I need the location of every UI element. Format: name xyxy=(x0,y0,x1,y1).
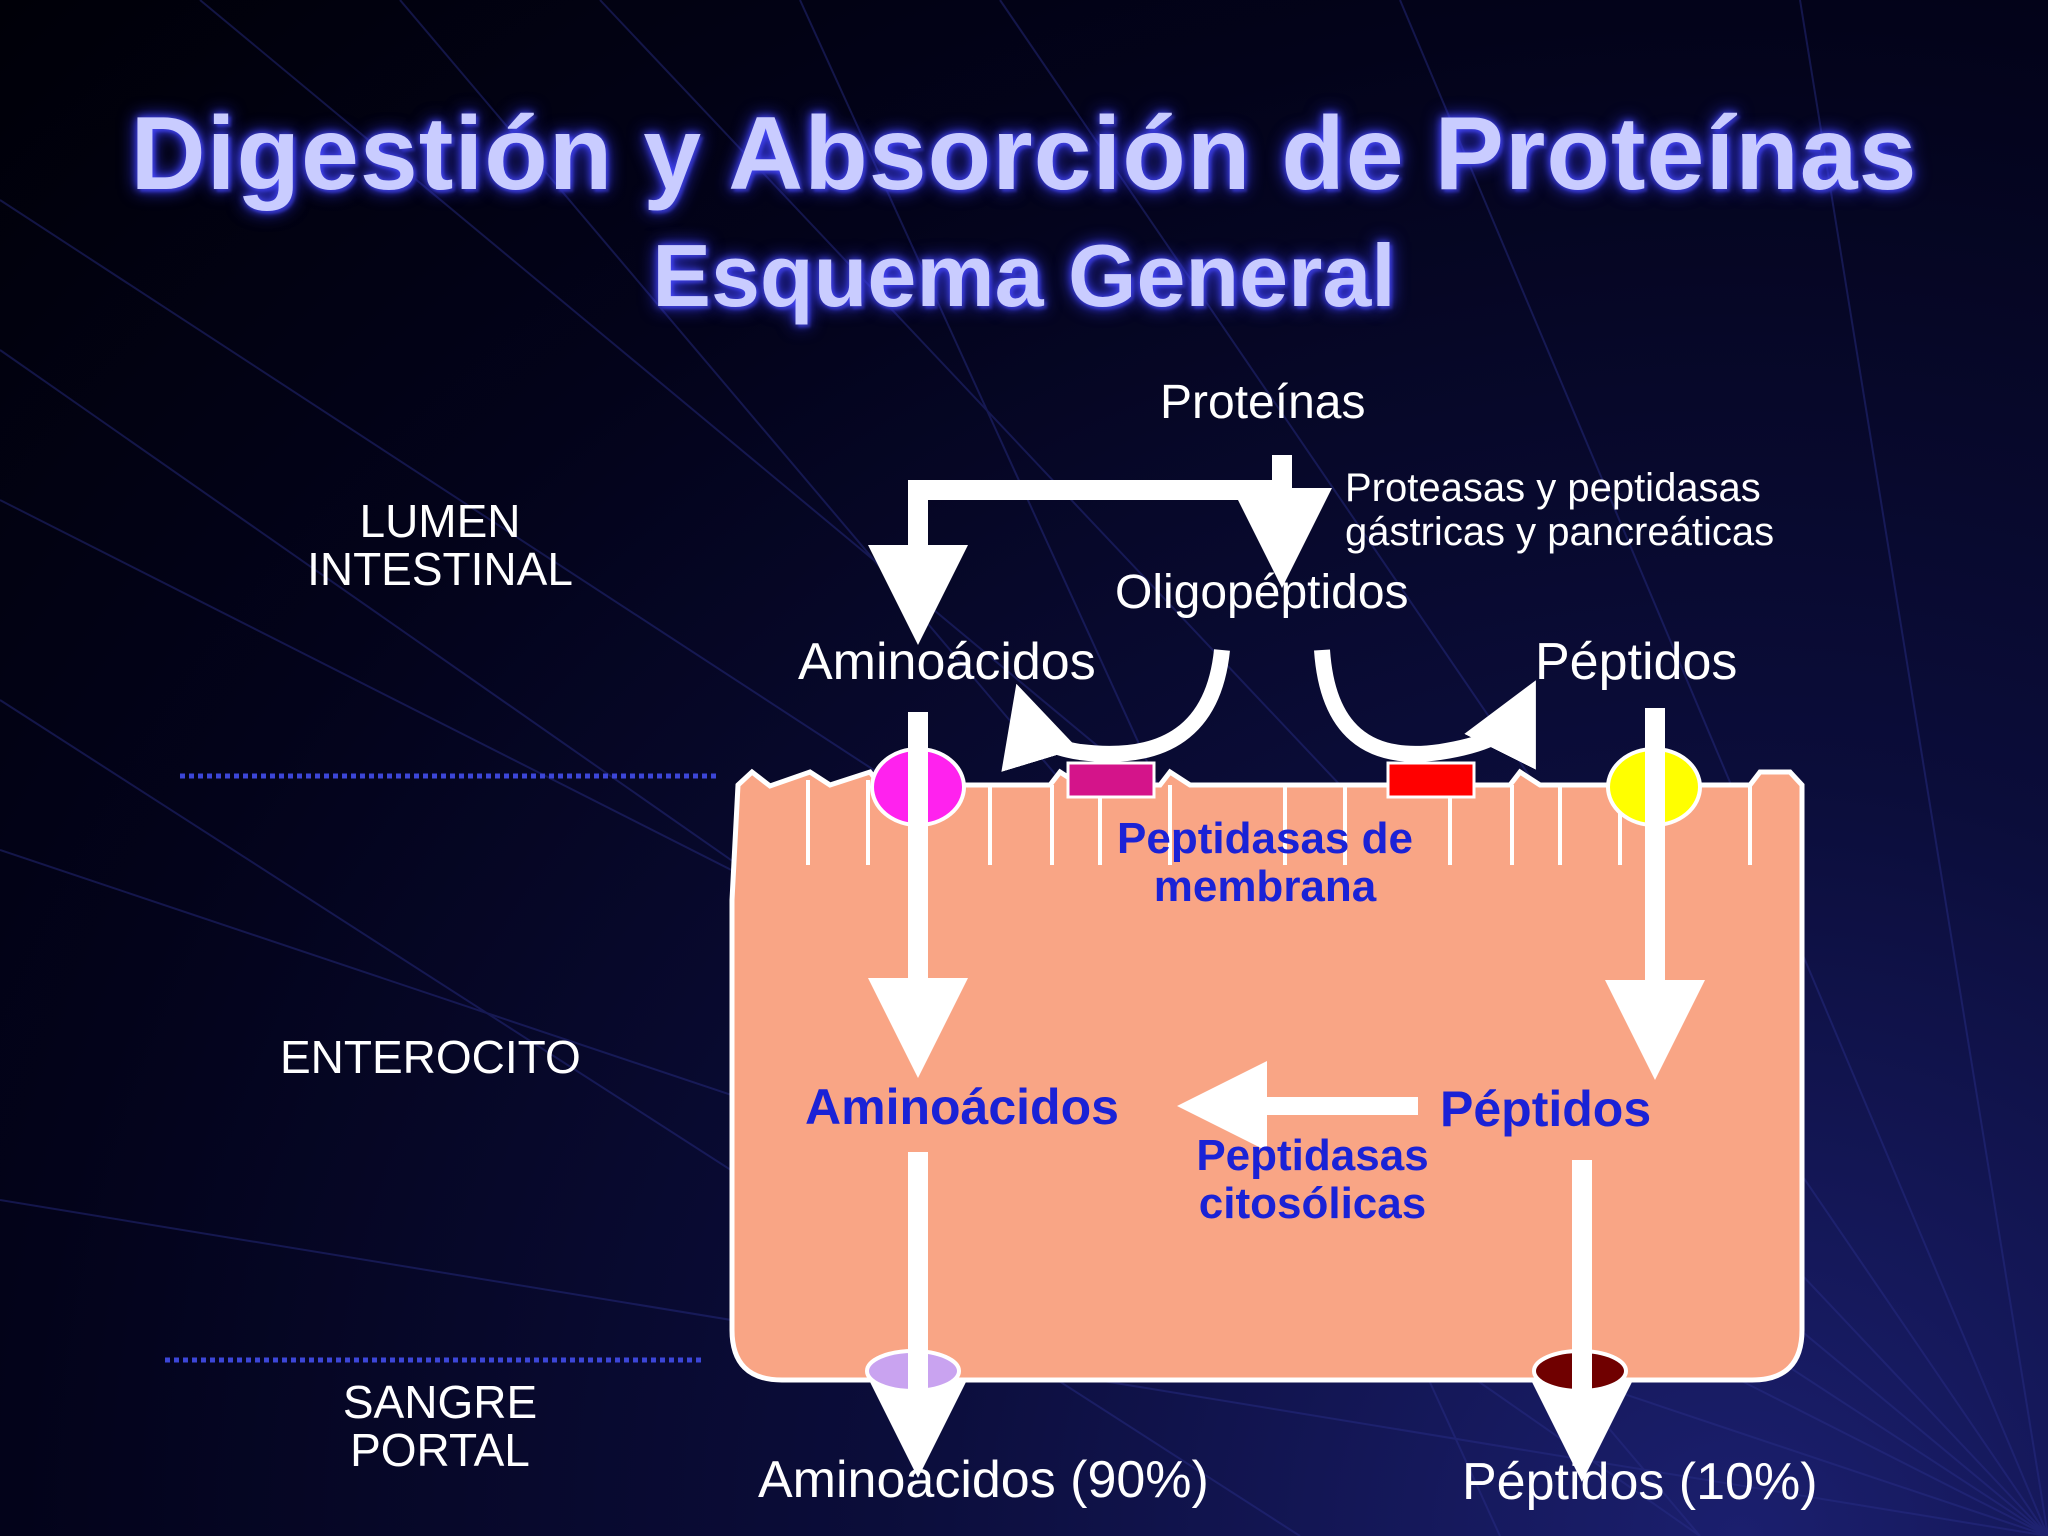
label-aminoacidos-cell: Aminoácidos xyxy=(805,1079,1119,1135)
label-cytosolic-peptidases: Peptidasas citosólicas xyxy=(1196,1131,1429,1228)
label-peptidos-cell: Péptidos xyxy=(1440,1081,1652,1137)
oligopeptide-to-peptide-curve xyxy=(1314,649,1536,770)
region-label-enterocito: ENTEROCITO xyxy=(280,1031,581,1083)
microvilli xyxy=(806,780,1752,865)
protein-to-aminoacid-arrow xyxy=(868,480,1282,645)
label-proteinas: Proteínas xyxy=(1160,376,1366,429)
page-subtitle: Esquema General xyxy=(652,226,1396,325)
label-oligopeptidos: Oligopéptidos xyxy=(1115,566,1409,619)
region-label-lumen: LUMEN INTESTINAL xyxy=(307,495,573,595)
label-membrane-peptidases: Peptidasas de membrana xyxy=(1117,814,1413,911)
label-aminoacidos-blood: Aminoácidos (90%) xyxy=(758,1451,1209,1509)
page-title: Digestión y Absorción de Proteínas xyxy=(130,96,1918,212)
label-aminoacidos-lumen: Aminoácidos xyxy=(798,633,1096,691)
label-peptidos-lumen: Péptidos xyxy=(1535,633,1738,691)
label-enzymes: Proteasas y peptidasas gástricas y pancr… xyxy=(1345,466,1775,554)
membrane-peptidase-red xyxy=(1386,761,1476,799)
region-label-sangre: SANGRE PORTAL xyxy=(342,1376,538,1476)
oligopeptide-to-aminoacid-curve xyxy=(1001,649,1230,772)
label-peptidos-blood: Péptidos (10%) xyxy=(1462,1453,1818,1511)
membrane-peptidase-magenta xyxy=(1066,761,1156,799)
